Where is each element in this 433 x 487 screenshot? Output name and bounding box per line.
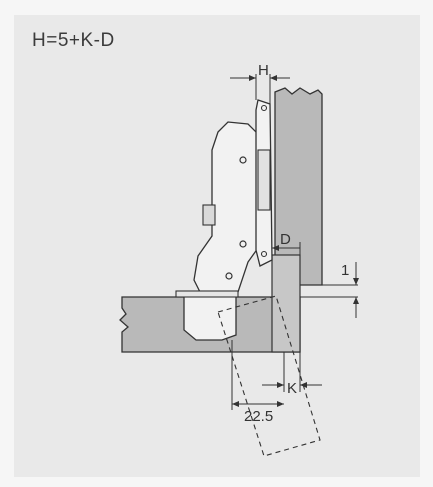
plate-hole: [260, 104, 268, 112]
one-arrowhead-top: [353, 278, 359, 285]
dim-arrowhead-right: [277, 401, 284, 407]
dim-arrowhead-left: [232, 401, 239, 407]
hinge-hole: [239, 240, 247, 248]
k-arrowhead-left: [277, 382, 284, 388]
open-door-outline: [217, 295, 321, 457]
d-label: D: [280, 231, 291, 248]
h-label: H: [258, 62, 269, 79]
one-arrowhead-bottom: [353, 297, 359, 304]
formula-title: H=5+K-D: [32, 30, 115, 51]
hinge-hole: [225, 272, 233, 280]
door-edge-strip: [271, 254, 301, 353]
adjustment-screw: [202, 204, 216, 226]
h-arrowhead-right: [270, 75, 277, 81]
k-arrowhead-right: [300, 382, 307, 388]
d-arrowhead: [272, 245, 279, 251]
k-label: K: [287, 380, 297, 397]
h-arrowhead-left: [249, 75, 256, 81]
plate-clip: [257, 149, 271, 211]
dim-label: 22.5: [244, 408, 273, 425]
hinge-hole: [239, 156, 247, 164]
plate-hole: [260, 250, 268, 258]
hinge-cup: [183, 291, 237, 341]
cup-flange: [175, 290, 239, 298]
one-label: 1: [341, 262, 349, 279]
